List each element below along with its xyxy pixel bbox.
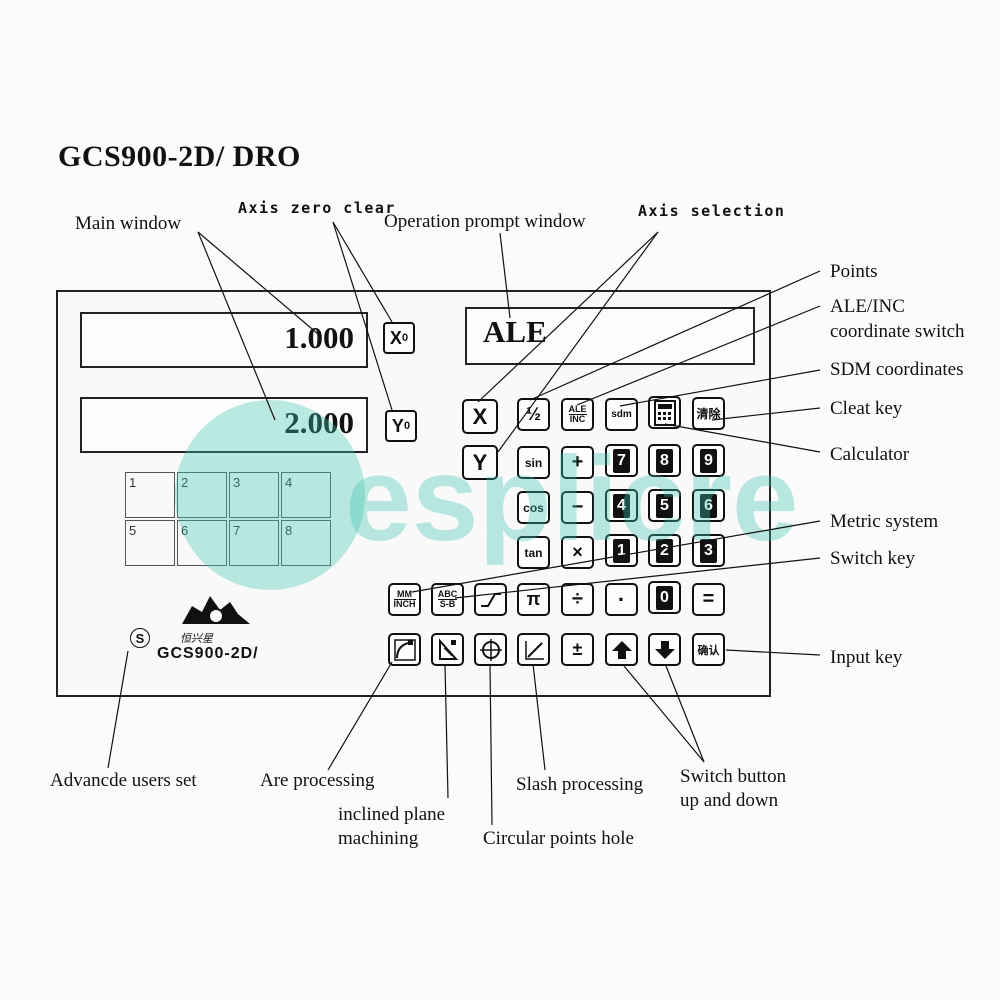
label-inclined-1: inclined plane: [338, 804, 446, 825]
label-axis-selection: Axis selection: [638, 202, 786, 220]
label-cleat-key: Cleat key: [830, 398, 903, 419]
grid-cell-5: 5: [125, 520, 175, 566]
clear-button[interactable]: 清除: [692, 397, 725, 430]
label-metric: Metric system: [830, 511, 939, 532]
digit-9-button[interactable]: 9: [692, 444, 725, 477]
grid-cell-1: 1: [125, 472, 175, 518]
digit-5-button[interactable]: 5: [648, 489, 681, 522]
label-switch-key: Switch key: [830, 548, 915, 569]
label-ale-inc: ALE/INC: [830, 296, 905, 317]
grid-cell-7: 7: [229, 520, 279, 566]
grid-cell-3: 3: [229, 472, 279, 518]
arc-processing-button[interactable]: [388, 633, 421, 666]
label-circular: Circular points hole: [483, 828, 634, 849]
label-advanced: Advancde users set: [50, 770, 197, 791]
label-arc: Are processing: [260, 770, 375, 791]
x-axis-select-button[interactable]: X: [462, 399, 498, 434]
tan-button[interactable]: tan: [517, 536, 550, 569]
x-axis-window: 1.000: [80, 312, 368, 368]
sdm-button[interactable]: sdm: [611, 409, 632, 420]
panel-model-label: GCS900-2D/: [157, 645, 259, 662]
grid-cell-4: 4: [281, 472, 331, 518]
digit-4-button[interactable]: 4: [605, 489, 638, 522]
digit-2-button[interactable]: 2: [648, 534, 681, 567]
switch-up-button[interactable]: [605, 633, 638, 666]
logo-caption: 恒兴星: [180, 633, 213, 645]
label-slash: Slash processing: [516, 774, 644, 795]
arc-processing-icon: [393, 638, 416, 661]
label-main-window: Main window: [75, 213, 182, 234]
calculator-icon: [653, 399, 676, 426]
equals-button[interactable]: =: [692, 583, 725, 616]
arrow-down-icon: [654, 640, 675, 659]
slash-processing-button[interactable]: [517, 633, 550, 666]
switch-down-button[interactable]: [648, 633, 681, 666]
label-switch-button: Switch button: [680, 766, 787, 787]
digit-8-button[interactable]: 8: [648, 444, 681, 477]
label-calculator: Calculator: [830, 444, 910, 465]
prompt-text: ALE: [483, 314, 547, 349]
diagram-title: GCS900-2D/ DRO: [58, 140, 301, 173]
digit-0-button[interactable]: 0: [648, 581, 681, 614]
advanced-settings-button[interactable]: S: [130, 628, 150, 648]
circle-crosshair-icon: [479, 638, 502, 661]
inclined-plane-icon: [438, 637, 458, 660]
digit-3-button[interactable]: 3: [692, 534, 725, 567]
ramp-button[interactable]: [474, 583, 507, 616]
digit-7-button[interactable]: 7: [605, 444, 638, 477]
input-key-button[interactable]: 确认: [692, 633, 725, 666]
label-axis-zero-clear: Axis zero clear: [238, 199, 396, 217]
label-inclined-2: machining: [338, 828, 419, 849]
label-coordinate-switch: coordinate switch: [830, 321, 965, 342]
calculator-button[interactable]: [648, 396, 681, 429]
arrow-up-icon: [611, 640, 632, 659]
grid-cell-8: 8: [281, 520, 331, 566]
slash-processing-icon: [524, 640, 544, 660]
minus-button[interactable]: −: [561, 491, 594, 524]
grid-cell-2: 2: [177, 472, 227, 518]
label-points: Points: [830, 261, 878, 282]
label-up-down: up and down: [680, 790, 779, 811]
brand-logo-icon: [182, 596, 250, 624]
label-input-key: Input key: [830, 647, 903, 668]
label-sdm: SDM coordinates: [830, 359, 964, 380]
digit-6-button[interactable]: 6: [692, 489, 725, 522]
label-operation-prompt: Operation prompt window: [384, 211, 586, 232]
y-axis-select-button[interactable]: Y: [462, 445, 498, 480]
decimal-button[interactable]: ·: [605, 583, 638, 616]
operation-prompt-window: ALE: [465, 307, 755, 365]
y-axis-value: 2.000: [284, 405, 354, 440]
divide-button[interactable]: ÷: [561, 583, 594, 616]
y-axis-window: 2.000: [80, 397, 368, 453]
x-axis-value: 1.000: [284, 320, 354, 355]
grid-cell-6: 6: [177, 520, 227, 566]
plus-button[interactable]: +: [561, 446, 594, 479]
sin-button[interactable]: sin: [517, 446, 550, 479]
plus-minus-button[interactable]: ±: [561, 633, 594, 666]
cos-button[interactable]: cos: [517, 491, 550, 524]
inclined-plane-button[interactable]: [431, 633, 464, 666]
function-grid: 1 2 3 4 5 6 7 8: [125, 472, 335, 568]
